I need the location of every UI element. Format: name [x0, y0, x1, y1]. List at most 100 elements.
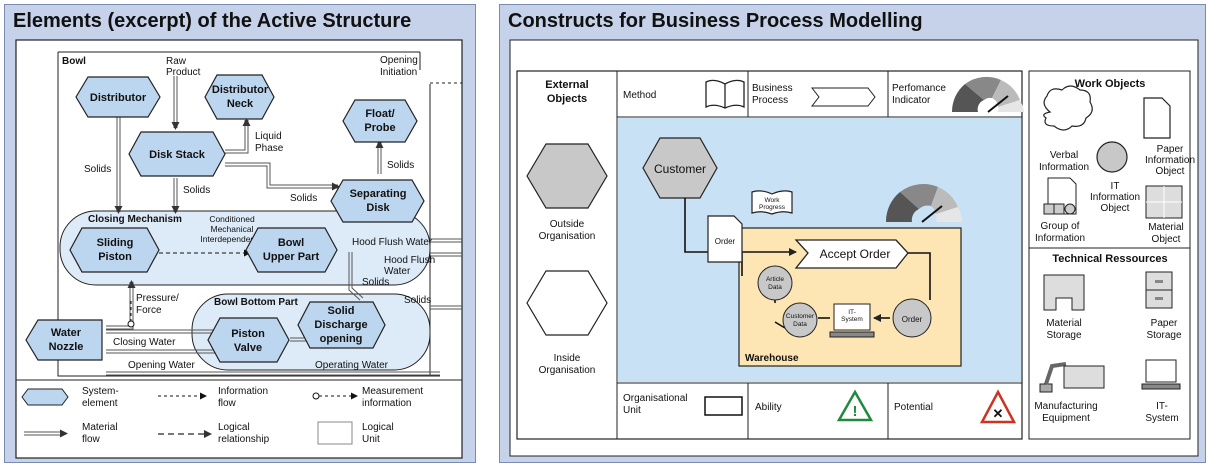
- material-object-icon: [1145, 185, 1183, 219]
- solids-label-4: Solids: [387, 160, 414, 171]
- distributor-element: [75, 76, 161, 118]
- solids-label-6: Solids: [404, 295, 431, 306]
- customer-hex: [642, 137, 718, 199]
- pressure-force-label: Pressure/Force: [136, 293, 179, 316]
- inside-organisation-hex: [526, 270, 608, 336]
- bowl-upper-part-element: [245, 227, 338, 273]
- outside-organisation-hex: [526, 143, 608, 209]
- business-process-icon: [810, 87, 876, 107]
- active-structure-title: Elements (excerpt) of the Active Structu…: [13, 10, 412, 32]
- it-system-small-label: IT-System: [841, 309, 863, 323]
- method-label: Method: [623, 90, 656, 101]
- distributor-neck-element: [204, 74, 275, 120]
- distributor-label: Distributor: [90, 92, 147, 104]
- it-information-object-icon: [1096, 141, 1128, 173]
- operating-water-label: Operating Water: [315, 360, 389, 371]
- material-storage-icon: [1043, 274, 1085, 311]
- hood-flush-water-label: Hood Flush Water: [352, 237, 433, 248]
- legend-logical-unit-icon: [317, 421, 353, 445]
- bowl-boundary: [57, 51, 440, 377]
- order-circle: [892, 298, 932, 338]
- it-system-label: IT-System: [1145, 401, 1178, 424]
- method-book-icon: [705, 79, 745, 109]
- disk-stack-label: Disk Stack: [149, 149, 206, 161]
- verbal-information-cloud-icon: [1043, 85, 1093, 131]
- order-document-icon: [707, 215, 743, 263]
- piston-valve-element: [207, 317, 290, 363]
- solids-label-2: Solids: [183, 185, 210, 196]
- order-document-label: Order: [715, 237, 736, 246]
- bowl-bottom-label: Bowl Bottom Part: [214, 297, 299, 308]
- business-process-title: Constructs for Business Process Modellin…: [508, 10, 923, 32]
- closing-mechanism-label: Closing Mechanism: [88, 214, 182, 225]
- paper-information-object-icon: [1143, 97, 1171, 139]
- it-system-icon: [1141, 359, 1181, 390]
- solids-label-1: Solids: [84, 164, 111, 175]
- svg-text:!: !: [853, 403, 858, 420]
- group-of-information-icon: [1043, 177, 1077, 215]
- organisational-unit-icon: [704, 396, 743, 416]
- solid-discharge-element: [297, 301, 386, 349]
- float-probe-label: Float/Probe: [364, 108, 395, 134]
- float-probe-element: [342, 99, 418, 143]
- disk-stack-element: [128, 131, 226, 177]
- legend-system-element-icon: [21, 388, 69, 406]
- potential-label: Potential: [894, 402, 933, 413]
- work-progress-icon: [751, 190, 793, 215]
- closing-water-label: Closing Water: [113, 337, 176, 348]
- gauge-icon-large: [885, 184, 962, 223]
- manufacturing-equipment-icon: [1039, 362, 1105, 393]
- potential-x-icon: ✕: [979, 389, 1017, 424]
- performance-gauge-icon: [951, 76, 1024, 113]
- separating-disk-element: [330, 179, 425, 223]
- legend-system-element-label: System-element: [82, 386, 119, 409]
- work-objects-label: Work Objects: [1075, 78, 1146, 90]
- closing-mechanism-unit: [59, 210, 431, 286]
- order-circle-label: Order: [902, 315, 923, 324]
- opening-water-label: Opening Water: [128, 360, 196, 371]
- ability-warning-icon: !: [836, 389, 874, 422]
- accept-order-process: [794, 239, 909, 269]
- customer-data-circle: [782, 302, 818, 338]
- solids-label-3: Solids: [290, 193, 317, 204]
- svg-text:✕: ✕: [993, 406, 1004, 421]
- customer-label: Customer: [654, 162, 706, 176]
- article-data-circle: [757, 265, 793, 301]
- bowl-label: Bowl: [62, 56, 86, 67]
- ability-label: Ability: [755, 402, 782, 413]
- water-nozzle-element: [25, 319, 103, 361]
- solids-label-5: Solids: [362, 277, 389, 288]
